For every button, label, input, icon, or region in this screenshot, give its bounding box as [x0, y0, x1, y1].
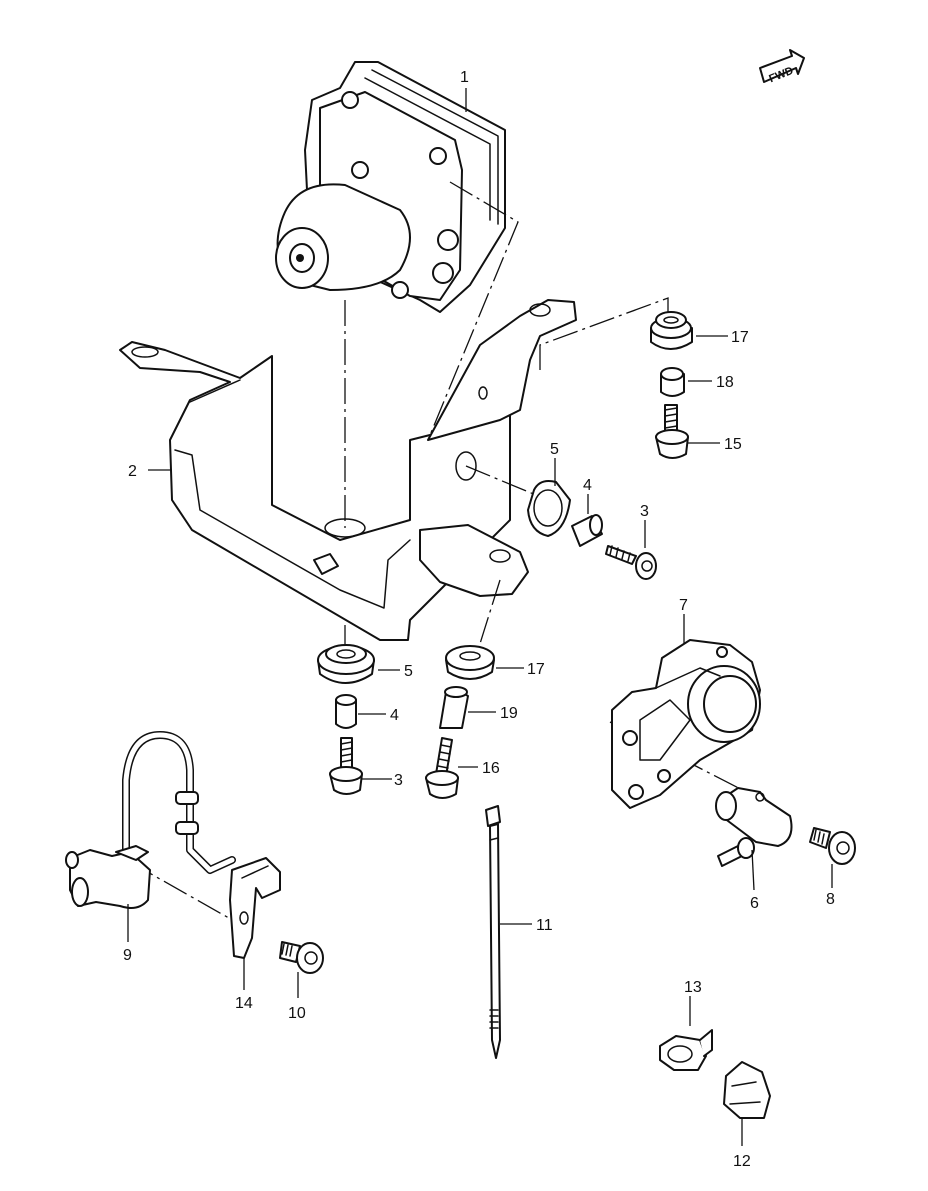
bolt-16	[425, 737, 459, 799]
callout-17-lower: 17	[527, 661, 545, 678]
callout-9: 9	[123, 947, 132, 964]
callout-4-lower: 4	[390, 707, 399, 724]
clip-12	[723, 1061, 771, 1119]
callout-6: 6	[750, 895, 759, 912]
clamp-14	[229, 857, 281, 959]
collar-19	[439, 686, 469, 729]
callout-12: 12	[733, 1153, 751, 1170]
bolt-3-lower	[329, 737, 363, 795]
bolt-15	[655, 404, 689, 459]
grommet-5-lower	[317, 644, 375, 684]
callout-18: 18	[716, 374, 734, 391]
callout-2: 2	[128, 463, 137, 480]
grommet-17-lower	[445, 645, 495, 680]
fwd-direction-badge: FWD	[759, 49, 805, 85]
callout-5-right: 5	[550, 441, 559, 458]
callout-5-lower: 5	[404, 663, 413, 680]
callout-19: 19	[500, 705, 518, 722]
callout-10: 10	[288, 1005, 306, 1022]
callout-17-upper: 17	[731, 329, 749, 346]
callout-15: 15	[724, 436, 742, 453]
callout-3-lower: 3	[394, 772, 403, 789]
speed-sensor-6	[715, 787, 793, 867]
callout-7: 7	[679, 597, 688, 614]
bolt-10	[279, 941, 324, 974]
grommet-5-right	[527, 480, 571, 537]
collar-4-lower	[335, 694, 357, 729]
abs-hydraulic-unit	[275, 61, 506, 313]
callout-14: 14	[235, 995, 253, 1012]
clip-13	[659, 1029, 713, 1071]
cable-tie-11	[485, 805, 501, 1059]
callout-13: 13	[684, 979, 702, 996]
speed-sensor-9	[65, 731, 236, 909]
bolt-3-right	[605, 545, 657, 580]
collar-4-right	[571, 514, 603, 547]
collar-18	[660, 367, 685, 397]
callout-8: 8	[826, 891, 835, 908]
callout-1: 1	[460, 69, 469, 86]
leader-lines	[127, 88, 833, 1146]
sensor-bracket-7	[611, 639, 761, 809]
callout-11: 11	[536, 917, 553, 934]
bolt-8	[809, 827, 856, 865]
callout-numbers: 1 2 17 18 15 5 4 3 5 4 3 17 19 16 7 6 8 …	[123, 69, 835, 1170]
callout-3-right: 3	[640, 503, 649, 520]
abs-bracket	[119, 299, 577, 641]
callout-16: 16	[482, 760, 500, 777]
callout-4-right: 4	[583, 477, 592, 494]
grommet-17-upper	[650, 311, 693, 350]
